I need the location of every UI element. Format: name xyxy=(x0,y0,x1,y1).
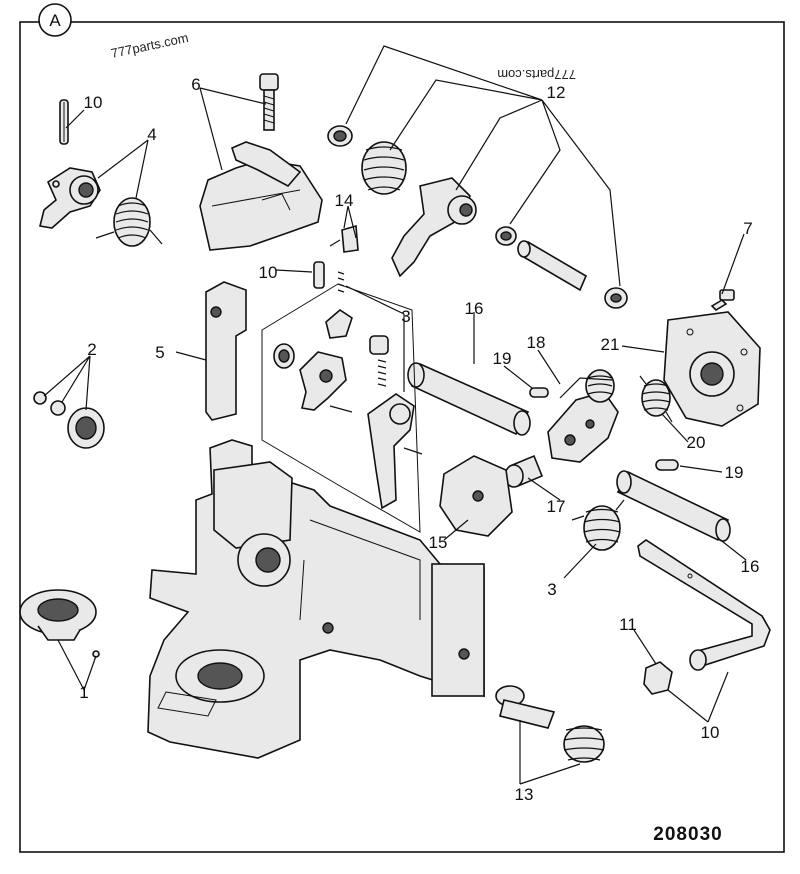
latch-part xyxy=(547,369,619,463)
callout-7: 7 xyxy=(743,219,752,238)
watermark-top-left: 777parts.com xyxy=(110,30,190,61)
screw-part xyxy=(710,289,735,312)
callout-10-bottom: 10 xyxy=(701,723,720,742)
callout-3-lower: 3 xyxy=(547,580,556,599)
guide-sleeve-part xyxy=(205,281,247,421)
callout-13: 13 xyxy=(515,785,534,804)
callout-19-lower: 19 xyxy=(725,463,744,482)
section-letter: A xyxy=(49,11,61,30)
section-marker: A xyxy=(38,3,72,37)
torsion-spring-part xyxy=(639,375,673,423)
pawl-assembly-part xyxy=(261,283,423,533)
callout-16-lower: 16 xyxy=(741,557,760,576)
callout-10-top: 10 xyxy=(84,93,103,112)
pin-part-lower xyxy=(616,470,731,542)
callout-21: 21 xyxy=(601,335,620,354)
callout-20: 20 xyxy=(687,433,706,452)
coupling-housing-part xyxy=(147,439,485,759)
callout-5: 5 xyxy=(155,343,164,362)
callout-1: 1 xyxy=(79,683,88,702)
mounting-plate-part xyxy=(663,311,761,427)
callout-10-middle: 10 xyxy=(259,263,278,282)
roll-pin-part-middle xyxy=(313,261,345,293)
callout-11: 11 xyxy=(619,615,637,634)
lever-with-spring-part xyxy=(39,167,163,247)
spring-lever-kit-part xyxy=(327,125,628,309)
callout-4: 4 xyxy=(147,125,156,144)
callout-18: 18 xyxy=(527,333,546,352)
dowel-pin-part-upper xyxy=(529,387,549,398)
callout-19-upper: 19 xyxy=(493,349,512,368)
dowel-pin-part-lower xyxy=(655,459,679,471)
clip-part xyxy=(329,224,359,253)
drawing-number: 208030 xyxy=(653,824,722,845)
pin-part-upper xyxy=(407,362,531,436)
callout-6: 6 xyxy=(191,75,200,94)
callout-3-upper: 3 xyxy=(401,307,410,326)
callout-labels: 1 2 3 3 4 5 6 7 10 10 10 11 12 13 14 15 … xyxy=(79,75,759,804)
handle-bar-part xyxy=(637,539,771,671)
diagram-frame xyxy=(19,21,785,853)
bushing-part xyxy=(19,589,100,658)
torsion-spring-part-lower xyxy=(571,499,625,551)
roll-pin-part xyxy=(59,99,69,145)
cover-with-bolt-part xyxy=(199,73,323,251)
nut-and-bushing-part xyxy=(33,391,105,449)
plunger-part xyxy=(504,454,544,488)
callout-2: 2 xyxy=(87,340,96,359)
watermark-top-right: 777parts.com xyxy=(497,67,576,82)
cam-disc-part xyxy=(439,455,513,537)
callout-16-upper: 16 xyxy=(465,299,484,318)
rubber-cap-part xyxy=(643,661,673,695)
spring-bolt-part xyxy=(495,685,605,763)
callout-15: 15 xyxy=(429,533,448,552)
callout-17: 17 xyxy=(547,497,566,516)
callout-14: 14 xyxy=(335,191,354,210)
leader-lines xyxy=(43,45,747,785)
callout-12: 12 xyxy=(547,83,566,102)
